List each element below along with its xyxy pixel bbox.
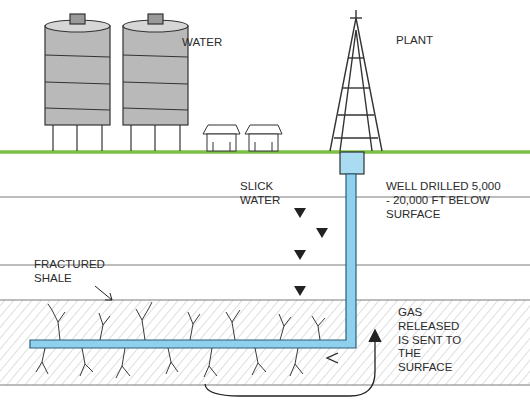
fractures — [36, 302, 325, 378]
layer-label: FRACTURED SHALE — [34, 258, 109, 286]
water-tank — [123, 14, 188, 151]
gas-note: GAS RELEASED IS SENT TO THE SURFACE — [398, 306, 462, 375]
shed — [245, 125, 282, 151]
water-tank — [45, 14, 110, 151]
shed — [203, 125, 240, 151]
tank-label: WATER — [182, 36, 242, 50]
wellhead — [340, 152, 364, 174]
well-pipe — [30, 174, 356, 348]
flow-arrow — [327, 353, 338, 363]
leader-arrow — [95, 286, 112, 300]
plant-label: PLANT — [396, 34, 456, 48]
drilling-derrick — [330, 10, 382, 151]
flow-arrows — [294, 208, 328, 296]
well-depth-note: WELL DRILLED 5,000 - 20,000 FT BELOW SUR… — [386, 180, 501, 221]
flow-label: SLICK WATER — [240, 180, 290, 208]
strata-lines — [0, 197, 530, 385]
gas-return-arrow — [205, 330, 381, 396]
